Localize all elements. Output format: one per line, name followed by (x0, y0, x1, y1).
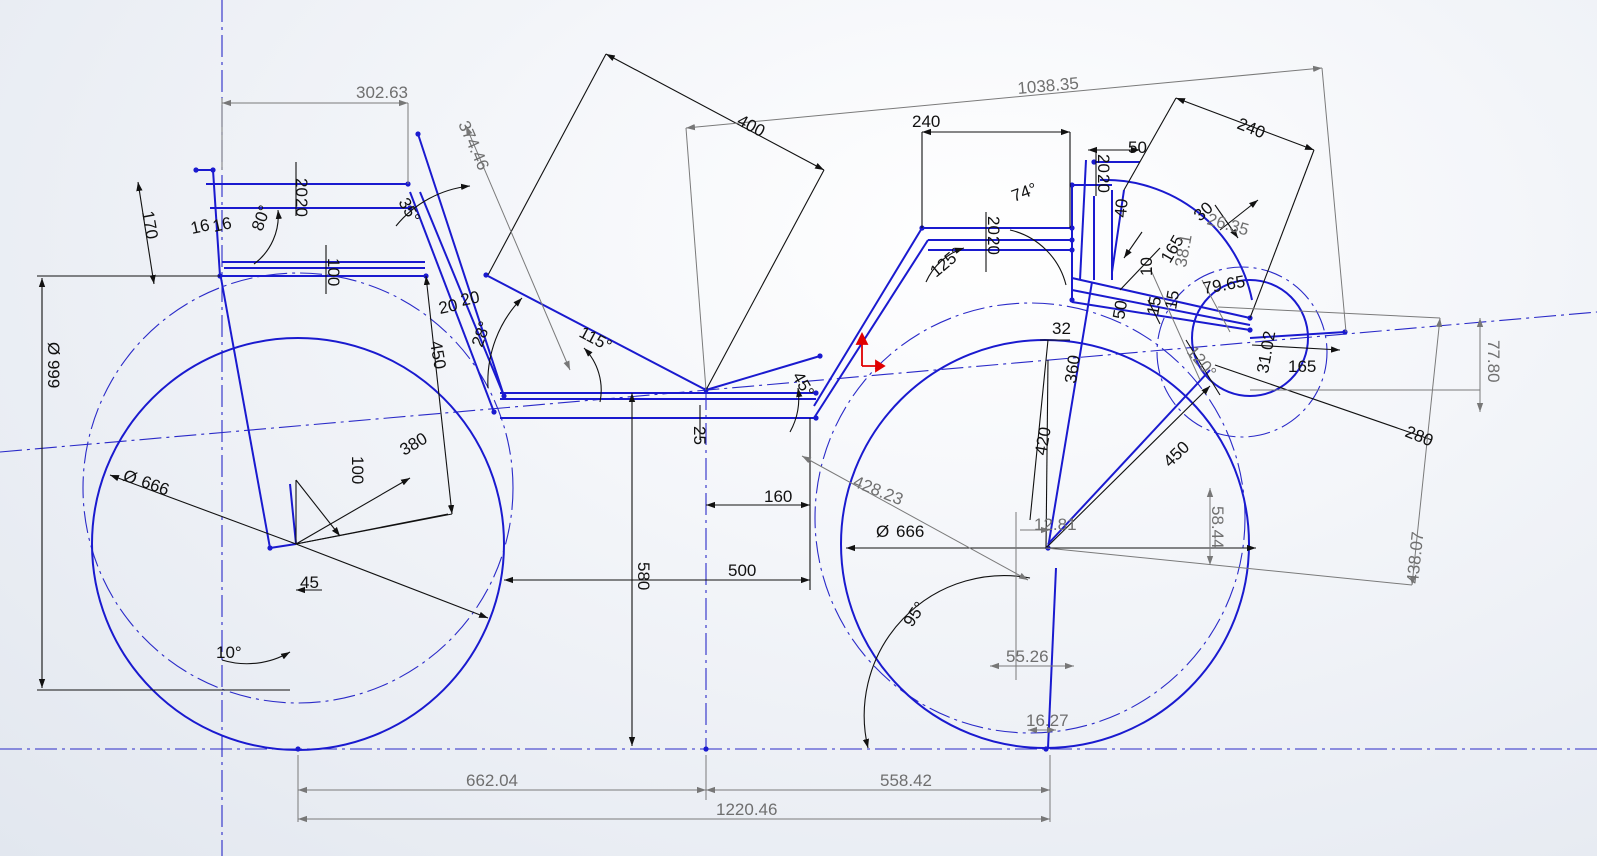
dim-438-07: 438.07 (1403, 531, 1427, 585)
crank-arm (705, 355, 821, 391)
dim-20-tm-b: 20 (984, 236, 1003, 255)
dim-50-b: 50 (1109, 299, 1131, 321)
dim-428-23: 428.23 (851, 472, 906, 509)
dim-16-b: 16 (211, 213, 233, 236)
fork-lower (1047, 567, 1057, 749)
dim-20-tm-a: 20 (984, 216, 1003, 235)
dim-240-right: 240 (1235, 114, 1268, 142)
dim-26-35: 26.35 (1205, 210, 1251, 240)
dim-74deg: 74° (1009, 179, 1040, 206)
dim-666-left: 666 (139, 472, 172, 500)
dim-160: 160 (764, 487, 792, 506)
dim-79-65: 79.65 (1201, 272, 1246, 298)
dim-20-right-a: 20 (1094, 154, 1113, 173)
dim-666-right: 666 (896, 522, 924, 541)
down-tube-2 (813, 239, 929, 419)
handle-bar-3 (1071, 301, 1251, 331)
wheel-spoke-guide (1047, 369, 1211, 545)
rear-wheel-construction-circle (82, 272, 514, 704)
seat-frame (196, 169, 426, 277)
handlebar-extension (1249, 331, 1346, 339)
dim-580: 580 (634, 562, 653, 590)
dim-100-top: 100 (324, 258, 343, 286)
dim-25: 25 (690, 426, 709, 445)
seat-post (220, 277, 271, 549)
front-wheel (840, 339, 1250, 749)
handle-bar-2 (1071, 277, 1251, 319)
dim-100-mid: 100 (348, 456, 367, 484)
dim-360: 360 (1061, 354, 1084, 385)
dim-400: 400 (734, 111, 768, 141)
dim-302-63: 302.63 (356, 83, 408, 102)
dim-165-right: 165 (1288, 357, 1316, 376)
dimension-labels: 302.63 374.46 400 1038.35 240 240 50 20 … (44, 74, 1503, 819)
dim-15-b: 15 (1161, 289, 1183, 311)
dim-170: 170 (138, 209, 162, 240)
dim-10deg: 10° (216, 643, 242, 662)
dim-45deg: 45° (789, 369, 818, 401)
fork-blade (1047, 281, 1093, 549)
dim-15: 15 (1143, 295, 1165, 317)
dim-28deg: 28° (468, 319, 495, 350)
diameter-symbol-right: Ø (876, 522, 889, 541)
dim-95deg: 95° (900, 598, 930, 630)
diameter-symbol-left: Ø (121, 466, 140, 488)
dim-500: 500 (728, 561, 756, 580)
dim-1220-46: 1220.46 (716, 800, 777, 819)
dim-420: 420 (1031, 425, 1055, 456)
origin-triad-icon (855, 331, 886, 373)
dim-558-42: 558.42 (880, 771, 932, 790)
dim-16-a: 16 (189, 215, 211, 238)
dim-240-top: 240 (912, 112, 940, 131)
driven-dimension-lines (221, 65, 1484, 823)
dim-280: 280 (1403, 422, 1436, 450)
dim-20-b: 20 (292, 198, 311, 217)
dim-20-right-b: 20 (1094, 174, 1113, 193)
dim-20-mid-b: 20 (459, 287, 481, 310)
dim-380: 380 (397, 429, 431, 460)
dim-45: 45 (300, 573, 319, 592)
dim-77-80: 77.80 (1484, 340, 1503, 383)
dim-35deg: 35° (395, 195, 424, 227)
dim-999: Ø 999 (44, 342, 63, 388)
dim-58-44: 58.44 (1208, 506, 1227, 549)
dim-32: 32 (1052, 319, 1071, 338)
stem-diag (1111, 189, 1125, 273)
dim-50: 50 (1128, 138, 1147, 157)
down-tube-1 (813, 227, 923, 407)
handle-bar-4 (1071, 289, 1251, 326)
dim-374-46: 374.46 (454, 118, 493, 173)
dim-20-mid-a: 20 (437, 295, 459, 318)
dim-40: 40 (1111, 198, 1132, 219)
dim-20-a: 20 (292, 178, 311, 197)
chainring-circle (1191, 279, 1309, 397)
dim-12-81: 12.81 (1034, 515, 1077, 534)
dim-55-26: 55.26 (1006, 647, 1049, 666)
steerer-2 (1079, 159, 1087, 281)
dim-1038-35: 1038.35 (1017, 74, 1080, 98)
rear-dropout-link (269, 543, 297, 549)
slanted-centerline (0, 311, 1597, 453)
dim-10: 10 (1137, 257, 1156, 276)
dim-662-04: 662.04 (466, 771, 518, 790)
dim-16-27: 16.27 (1026, 711, 1069, 730)
dim-115deg: 115° (576, 323, 615, 356)
rear-axle-arm (289, 483, 297, 545)
dim-31-02: 31.02 (1253, 329, 1279, 374)
dim-450-left: 450 (426, 339, 450, 370)
dim-450-right: 450 (1160, 437, 1194, 470)
